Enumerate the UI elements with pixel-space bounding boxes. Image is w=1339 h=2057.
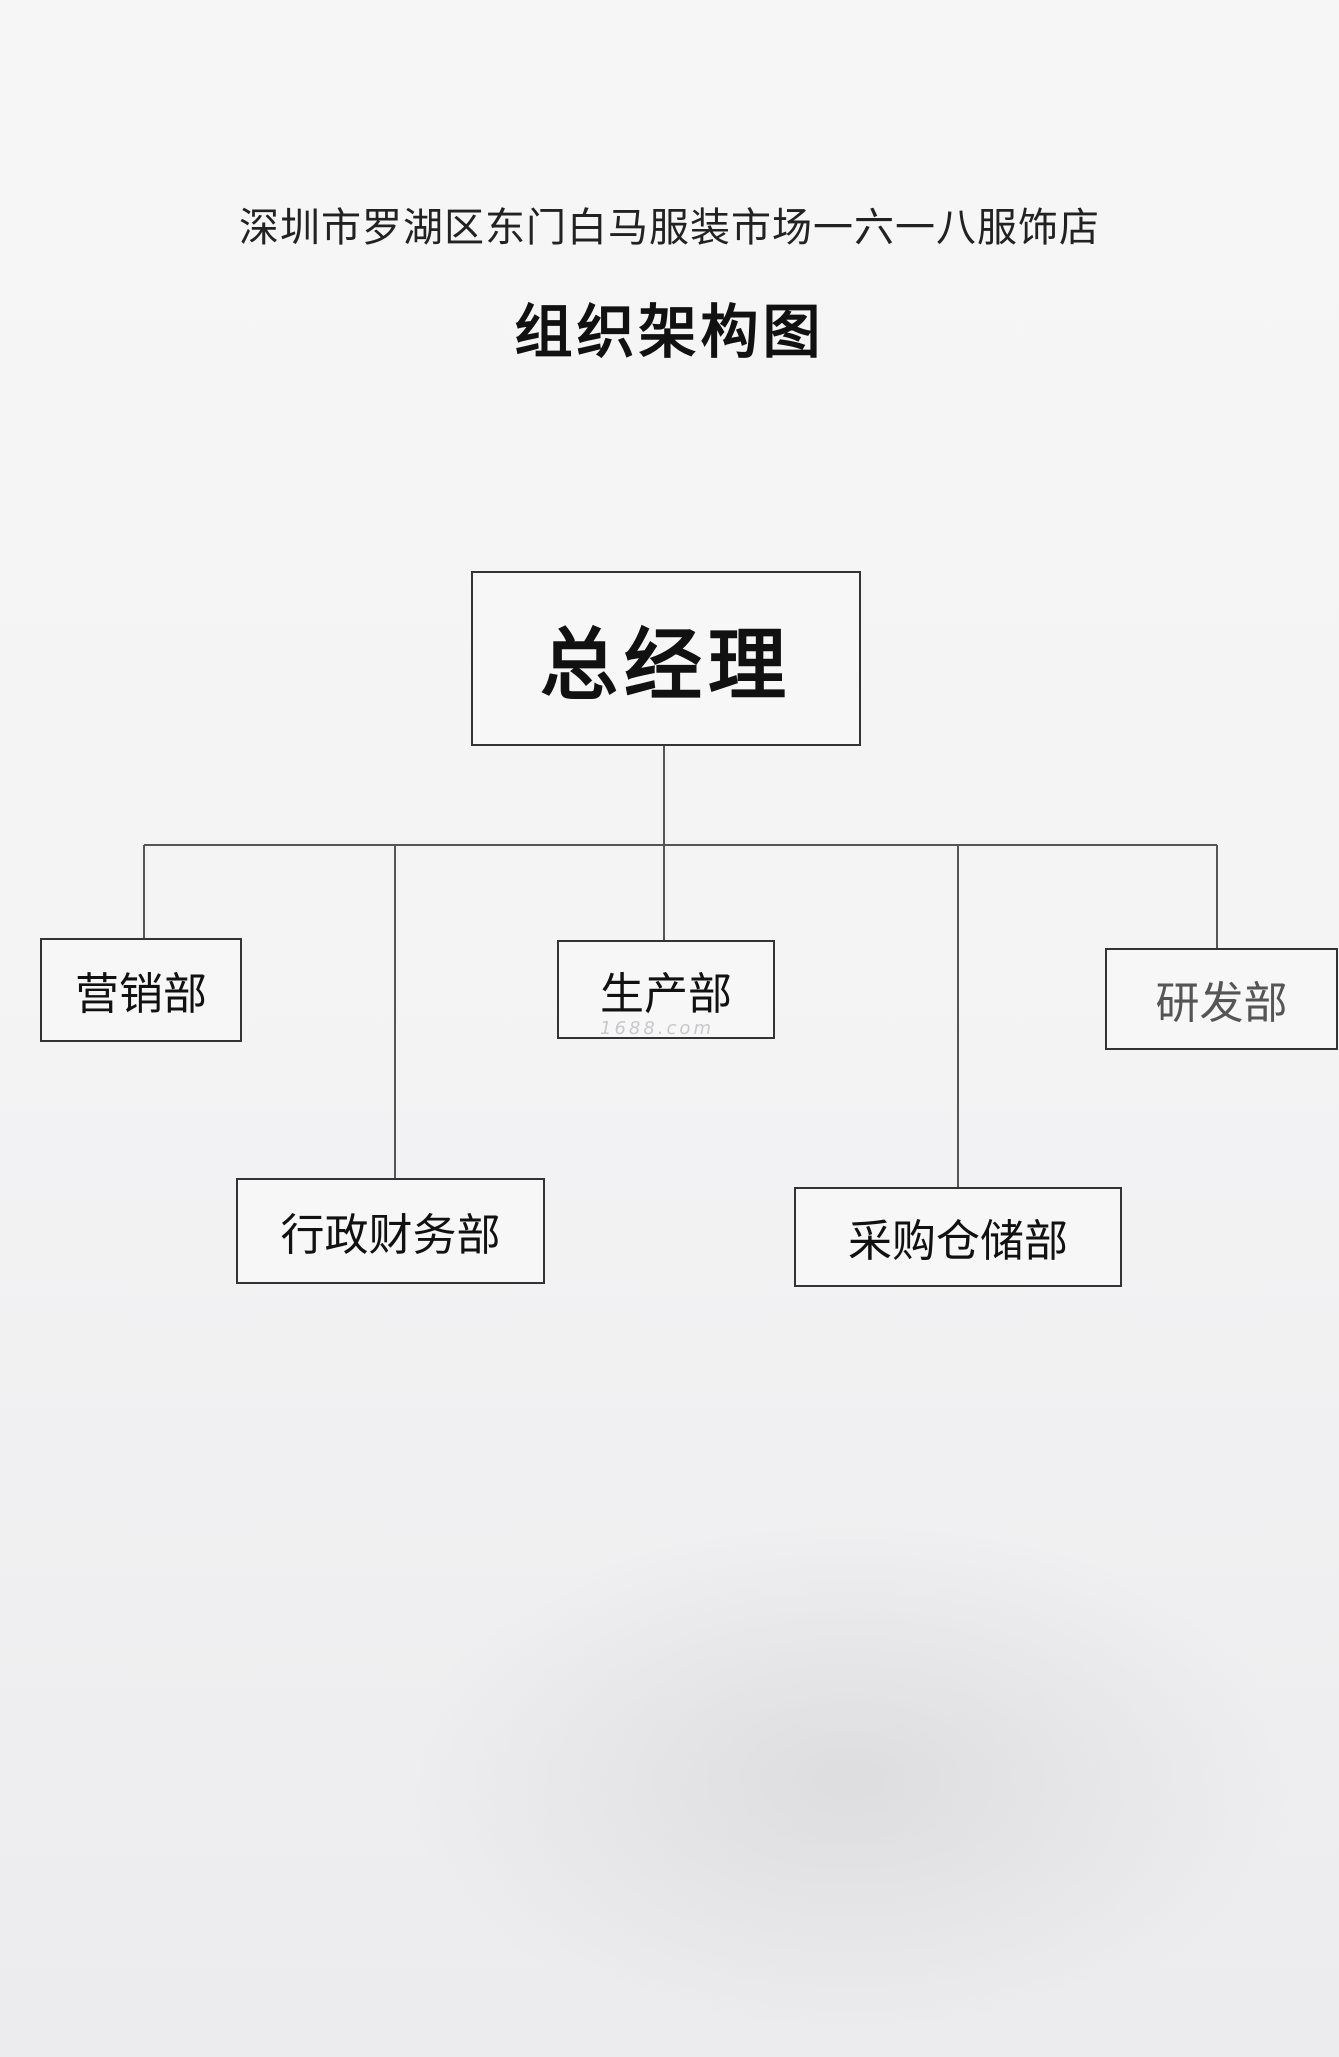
sales-dept-box: 营销部 <box>40 938 242 1042</box>
admin-finance-dept-box: 行政财务部 <box>236 1178 545 1284</box>
company-name: 深圳市罗湖区东门白马服装市场一六一八服饰店 <box>239 205 1100 251</box>
paper-shadow <box>400 1520 1300 2040</box>
purchasing-storage-dept-box: 采购仓储部 <box>794 1187 1122 1287</box>
production-dept-box: 生产部 <box>557 940 775 1039</box>
rnd-dept-box: 研发部 <box>1105 948 1338 1050</box>
general-manager-box: 总经理 <box>471 571 861 746</box>
chart-title: 组织架构图 <box>514 298 825 366</box>
watermark-text: 1688.com <box>600 1018 714 1039</box>
